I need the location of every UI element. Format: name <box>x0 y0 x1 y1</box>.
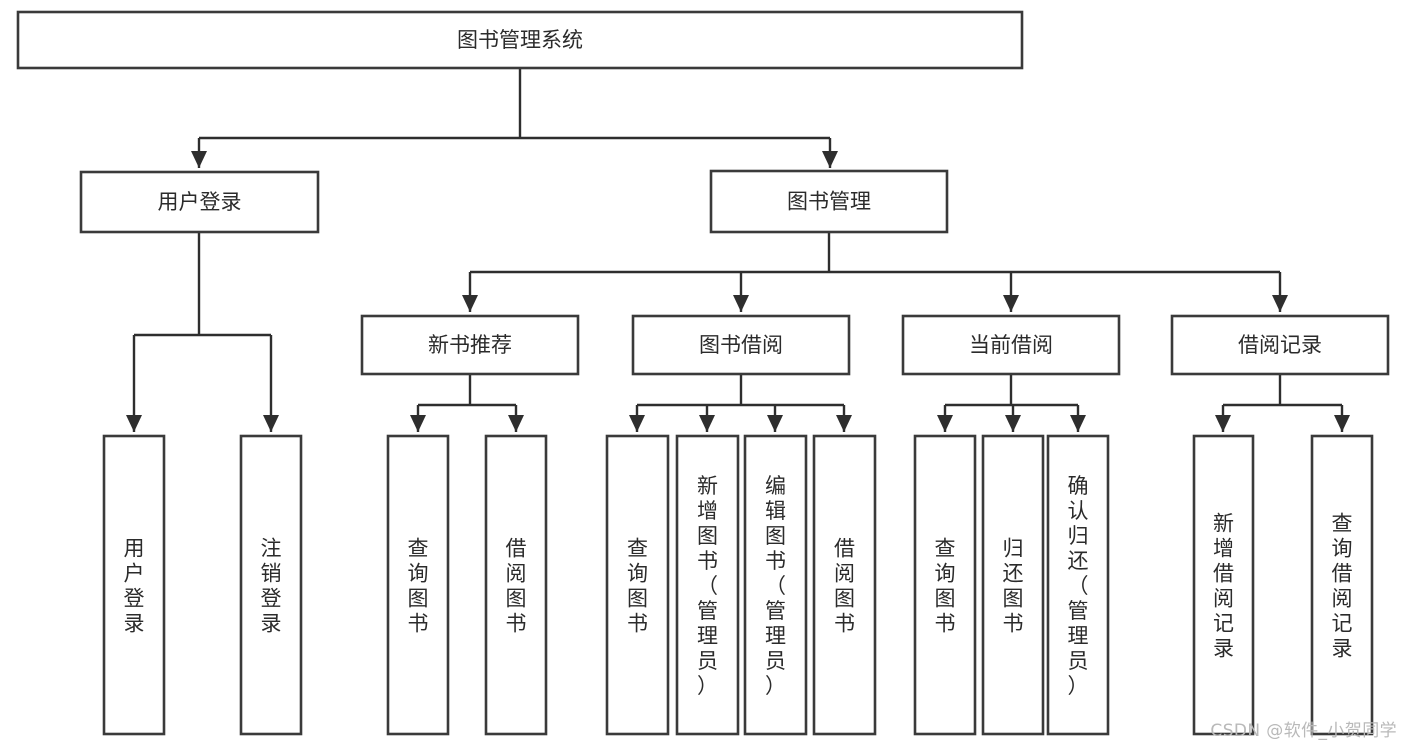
node-level3-2[interactable]: 当前借阅 <box>901 314 1121 376</box>
node-level3-2-box[interactable] <box>901 314 1121 376</box>
arrow-head-icon <box>263 415 279 432</box>
node-leaf-10-label: 确认归还（管理员） <box>1068 474 1089 698</box>
node-root-图书管理系统-label: 图书管理系统 <box>457 28 583 52</box>
node-level3-1-box[interactable] <box>631 314 851 376</box>
node-leaf-6-label: 编辑图书（管理员） <box>765 474 786 698</box>
csdn-watermark: CSDN @软件_小贺同学 <box>1210 721 1397 741</box>
node-leaf-8-label: 查询图书 <box>935 537 956 636</box>
arrow-head-icon <box>699 415 715 432</box>
node-leaf-5-box[interactable] <box>675 434 740 736</box>
arrow-head-icon <box>1003 295 1019 312</box>
node-level2-0-box[interactable] <box>79 170 320 234</box>
node-leaf-4-label: 查询图书 <box>627 537 648 636</box>
node-level2-1-label: 图书管理 <box>787 190 871 214</box>
arrow-head-icon <box>191 151 207 168</box>
arrow-head-icon <box>836 415 852 432</box>
node-leaf-7-label: 借阅图书 <box>834 537 855 636</box>
node-level3-2-label: 当前借阅 <box>969 333 1053 357</box>
node-level3-3-box[interactable] <box>1170 314 1390 376</box>
node-leaf-4[interactable]: 查询图书 <box>605 434 670 736</box>
node-leaf-0-box[interactable] <box>102 434 166 736</box>
node-leaf-7-box[interactable] <box>812 434 877 736</box>
node-leaf-2[interactable]: 查询图书 <box>386 434 450 736</box>
arrow-head-icon <box>937 415 953 432</box>
arrow-head-icon <box>1272 295 1288 312</box>
node-leaf-0-label: 用户登录 <box>124 537 145 636</box>
node-level3-0[interactable]: 新书推荐 <box>360 314 580 376</box>
node-leaf-1-label: 注销登录 <box>261 537 282 636</box>
arrow-head-icon <box>1334 415 1350 432</box>
node-leaf-8-box[interactable] <box>913 434 977 736</box>
node-leaf-11-box[interactable] <box>1192 434 1255 736</box>
node-level2-0[interactable]: 用户登录 <box>79 170 320 234</box>
node-leaf-9-box[interactable] <box>981 434 1045 736</box>
arrow-head-icon <box>462 295 478 312</box>
node-leaf-6-box[interactable] <box>743 434 808 736</box>
node-leaf-1[interactable]: 注销登录 <box>239 434 303 736</box>
node-leaf-11-label: 新增借阅记录 <box>1213 512 1234 661</box>
node-leaf-2-label: 查询图书 <box>408 537 429 636</box>
node-leaf-11[interactable]: 新增借阅记录 <box>1192 434 1255 736</box>
node-root-图书管理系统-box[interactable] <box>16 10 1024 70</box>
node-level3-0-label: 新书推荐 <box>428 333 512 357</box>
node-leaf-9-label: 归还图书 <box>1003 537 1024 636</box>
node-leaf-12[interactable]: 查询借阅记录 <box>1310 434 1374 736</box>
node-level2-0-label: 用户登录 <box>158 190 242 214</box>
node-leaf-2-box[interactable] <box>386 434 450 736</box>
node-level3-1[interactable]: 图书借阅 <box>631 314 851 376</box>
node-leaf-8[interactable]: 查询图书 <box>913 434 977 736</box>
arrow-head-icon <box>767 415 783 432</box>
arrow-head-icon <box>733 295 749 312</box>
node-leaf-3-box[interactable] <box>484 434 548 736</box>
arrow-head-icon <box>410 415 426 432</box>
node-leaf-0[interactable]: 用户登录 <box>102 434 166 736</box>
node-level3-0-box[interactable] <box>360 314 580 376</box>
node-leaf-7[interactable]: 借阅图书 <box>812 434 877 736</box>
node-layer: 图书管理系统用户登录图书管理新书推荐图书借阅当前借阅借阅记录用户登录注销登录查询… <box>16 10 1390 736</box>
node-leaf-12-label: 查询借阅记录 <box>1332 512 1353 661</box>
node-level2-1-box[interactable] <box>709 169 949 234</box>
node-leaf-3[interactable]: 借阅图书 <box>484 434 548 736</box>
arrow-head-icon <box>629 415 645 432</box>
node-level3-3[interactable]: 借阅记录 <box>1170 314 1390 376</box>
arrow-head-icon <box>1215 415 1231 432</box>
arrow-head-icon <box>126 415 142 432</box>
node-leaf-10[interactable]: 确认归还（管理员） <box>1046 434 1110 736</box>
arrow-head-icon <box>1005 415 1021 432</box>
node-leaf-3-label: 借阅图书 <box>506 537 527 636</box>
node-level3-3-label: 借阅记录 <box>1238 333 1322 357</box>
node-leaf-9[interactable]: 归还图书 <box>981 434 1045 736</box>
node-leaf-5[interactable]: 新增图书（管理员） <box>675 434 740 736</box>
node-leaf-6[interactable]: 编辑图书（管理员） <box>743 434 808 736</box>
node-leaf-5-label: 新增图书（管理员） <box>697 474 718 698</box>
node-leaf-1-box[interactable] <box>239 434 303 736</box>
node-leaf-4-box[interactable] <box>605 434 670 736</box>
connector-layer <box>126 68 1350 432</box>
node-level3-1-label: 图书借阅 <box>699 333 783 357</box>
node-leaf-12-box[interactable] <box>1310 434 1374 736</box>
arrow-head-icon <box>1070 415 1086 432</box>
node-leaf-10-box[interactable] <box>1046 434 1110 736</box>
node-root-图书管理系统[interactable]: 图书管理系统 <box>16 10 1024 70</box>
arrow-head-icon <box>508 415 524 432</box>
node-level2-1[interactable]: 图书管理 <box>709 169 949 234</box>
arrow-head-icon <box>822 151 838 168</box>
